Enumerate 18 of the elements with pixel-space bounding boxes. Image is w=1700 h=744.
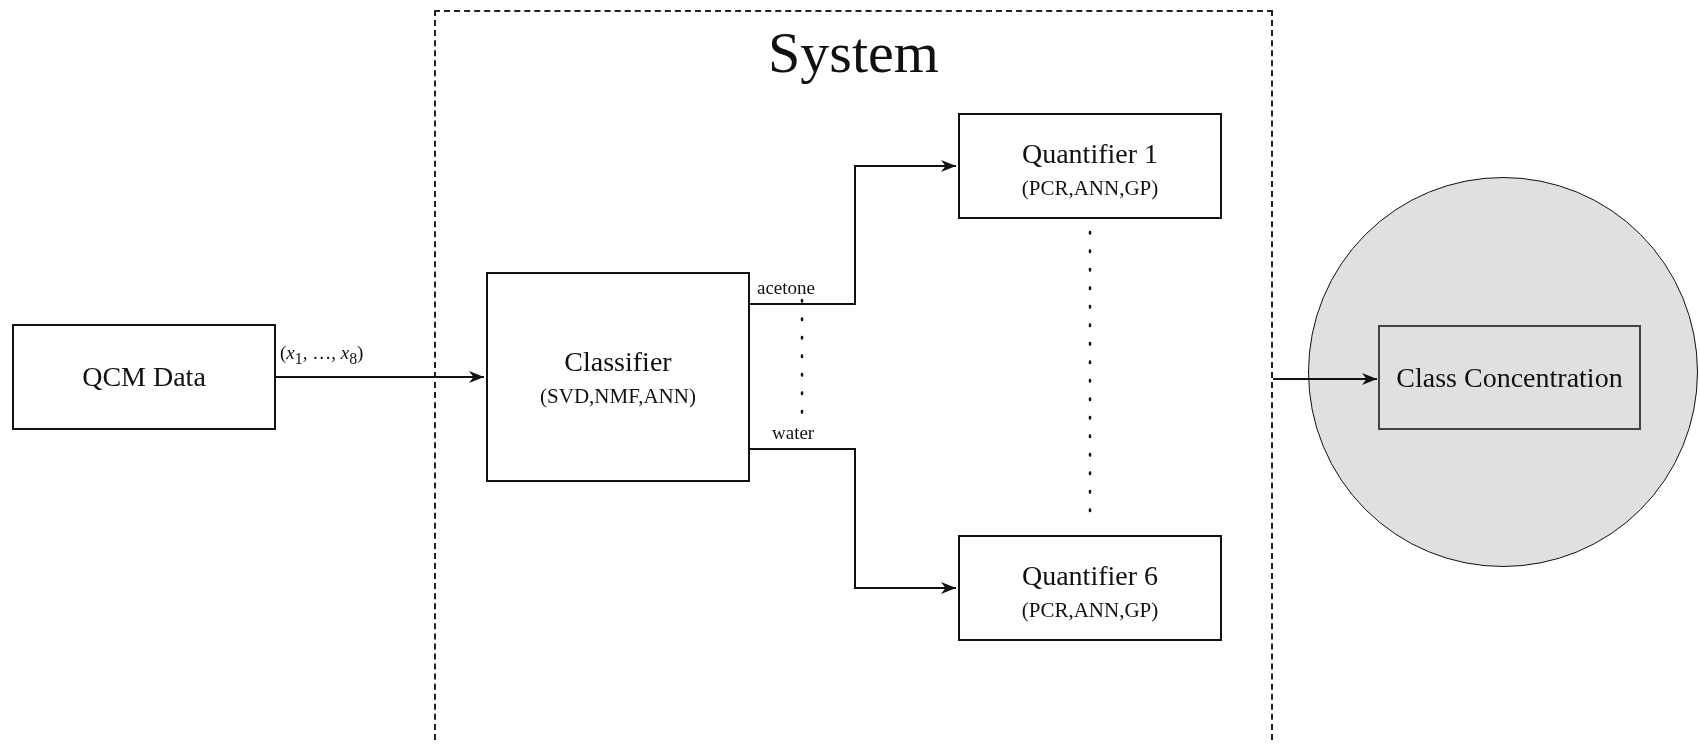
method-list: (SVD,NMF,ANN)	[540, 384, 696, 410]
method-list: (PCR,ANN,GP)	[1021, 176, 1159, 202]
node-title: Classifier	[564, 344, 672, 379]
method-list: (PCR,ANN,GP)	[1021, 598, 1159, 624]
node-title: QCM Data	[82, 360, 206, 394]
node-title: Quantifier 1	[1021, 136, 1159, 171]
process-box	[12, 324, 276, 430]
node-title: Quantifier 6	[1021, 558, 1159, 593]
arrow	[1272, 373, 1378, 385]
node-title: Class Concentration	[1396, 360, 1623, 395]
process-box	[486, 272, 750, 482]
group-title: System	[768, 19, 939, 87]
arrow	[749, 160, 957, 305]
arrow	[749, 448, 957, 594]
process-box	[958, 113, 1222, 219]
arrow	[275, 371, 485, 383]
output-box	[1378, 325, 1641, 430]
process-box	[958, 535, 1222, 641]
